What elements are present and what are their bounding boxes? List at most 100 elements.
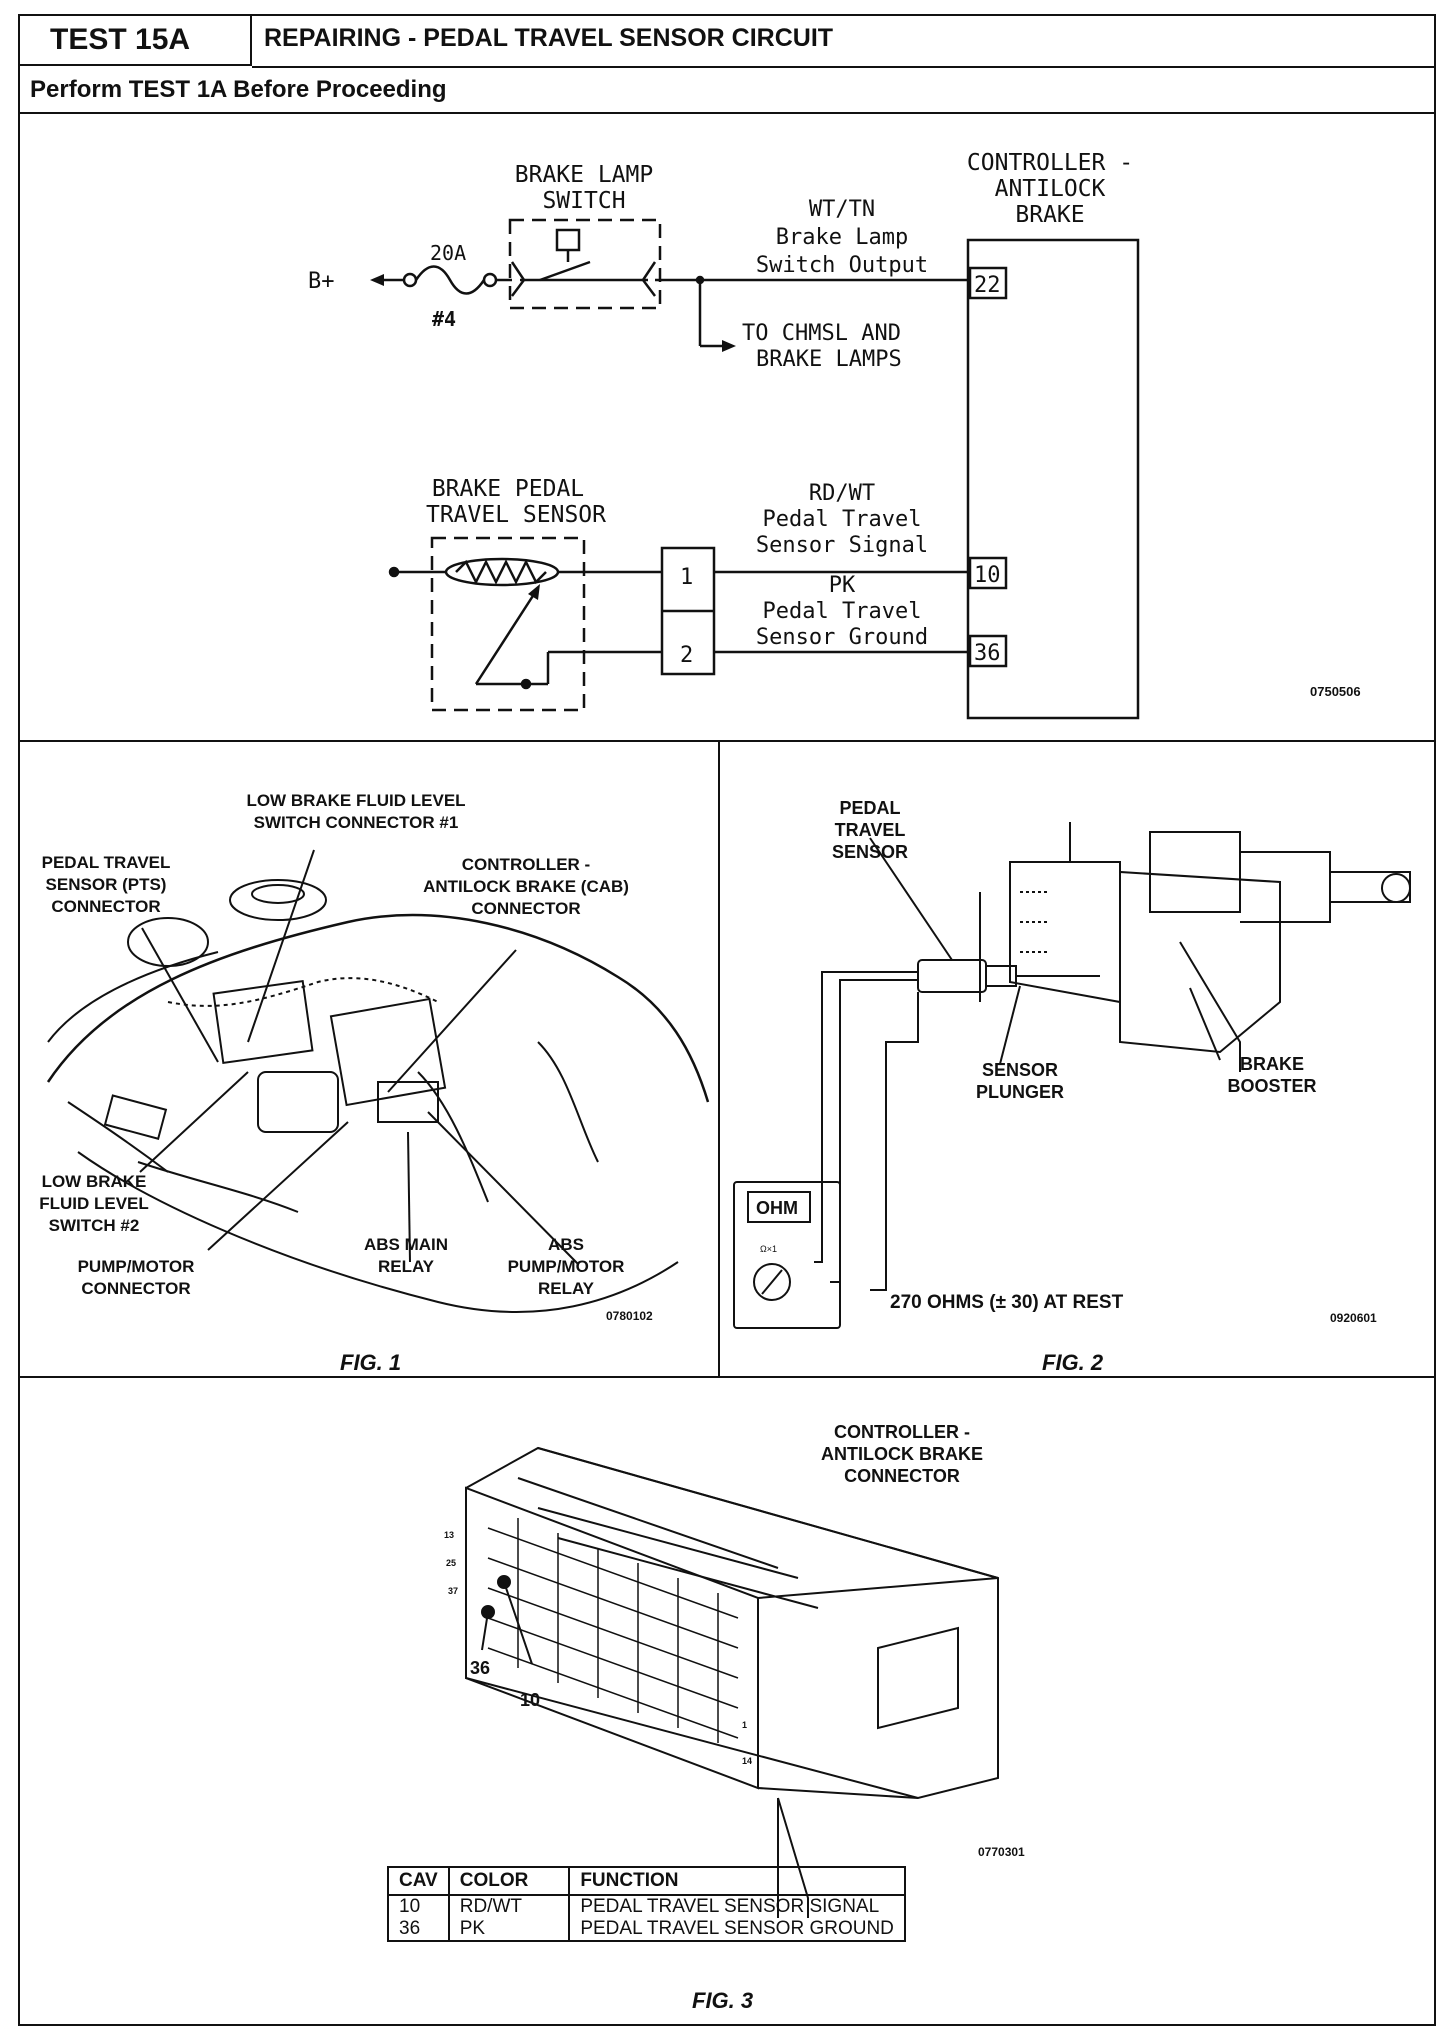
fig1-label-cab-b: ANTILOCK BRAKE (CAB) [423,877,629,896]
col-color: COLOR [447,1866,571,1896]
table-row: 10 RD/WT PEDAL TRAVEL SENSOR SIGNAL [387,1895,906,1918]
wiring-schematic: BRAKE LAMP SWITCH B+ 20A #4 WT/TN Brake … [308,150,1361,720]
chmsl-label-1: TO CHMSL AND [742,321,901,346]
table-header-row: CAV COLOR FUNCTION [387,1866,906,1896]
fig2-label-pts-c: SENSOR [832,842,908,862]
fig2-label-booster-a: BRAKE [1240,1054,1304,1074]
fig2-booster: OHM Ω×1 PEDAL TRAVEL SENSOR SENSOR PLUNG… [733,798,1411,1329]
cell-color: RD/WT [447,1895,571,1918]
pin-36: 36 [974,641,1001,666]
fig1-label-lbfl2-a: LOW BRAKE [42,1172,147,1191]
cell-function: PEDAL TRAVEL SENSOR GROUND [568,1918,906,1942]
fig1-label-pts-c: CONNECTOR [51,897,160,916]
fig2-caption: FIG. 2 [1042,1350,1104,1375]
fig1-caption: FIG. 1 [340,1350,402,1375]
fig1-label-cab-c: CONNECTOR [471,899,580,918]
fig2-spec: 270 OHMS (± 30) AT REST [890,1292,1124,1313]
test-id: TEST 15A [20,16,252,66]
pts-label-2: TRAVEL SENSOR [426,502,606,528]
switch-coil [555,228,581,252]
fig2-label-pts-b: TRAVEL [835,820,906,840]
fig3-code: 0770301 [978,1845,1025,1859]
wire-color-rd-wt: RD/WT [809,481,875,506]
service-manual-page: TEST 15A REPAIRING - PEDAL TRAVEL SENSOR… [18,14,1436,2026]
divider-figs12-v [718,740,720,1376]
b-plus-label: B+ [308,269,335,294]
pts-box [430,536,586,712]
fig3-side-25: 25 [446,1558,456,1568]
fig1-label-abspump-a: ABS [548,1235,584,1254]
controller-box [966,238,1140,720]
cell-color: PK [447,1918,571,1942]
fig1-engine-bay: LOW BRAKE FLUID LEVEL SWITCH CONNECTOR #… [39,791,710,1323]
fuse-number: #4 [432,307,456,331]
fig1-label-abspump-c: RELAY [538,1279,595,1298]
fig1-label-absmain-a: ABS MAIN [364,1235,448,1254]
fig1-label-pts-b: SENSOR (PTS) [46,875,167,894]
header-divider [252,66,1434,68]
fig1-label-pump-a: PUMP/MOTOR [78,1257,195,1276]
fig1-label-lbfl2-b: FLUID LEVEL [39,1194,149,1213]
switch-label-1: BRAKE LAMP [515,162,653,188]
pts-label-1: BRAKE PEDAL [432,476,584,502]
cavity-table: CAV COLOR FUNCTION 10 RD/WT PEDAL TRAVEL… [387,1866,906,1942]
pin-22-box [968,266,1008,300]
fig2-label-booster-b: BOOSTER [1227,1076,1316,1096]
fig3-title-b: ANTILOCK BRAKE [821,1444,983,1464]
fuse-symbol [414,265,486,295]
fig2-sensor-body [917,959,987,993]
wire-color-pk: PK [829,573,856,598]
fig1-label-lbfl1-a: LOW BRAKE FLUID LEVEL [246,791,465,810]
fig2-code: 0920601 [1330,1311,1377,1325]
fig3-cav-10: 10 [520,1690,540,1710]
fig2-ohmmeter [733,1181,841,1329]
wire-color-wt-tn: WT/TN [809,197,875,222]
fig3-side-1: 1 [742,1720,747,1730]
fig2-meter-range: Ω×1 [760,1244,777,1254]
wire-func-3b: Sensor Ground [756,625,928,650]
pin-10: 10 [974,563,1001,588]
conn-pin-1: 1 [680,565,693,590]
fig2-label-plunger-a: SENSOR [982,1060,1058,1080]
fig1-code: 0780102 [606,1309,653,1323]
fuse-rating: 20A [430,241,466,265]
fig3-side-13: 13 [444,1530,454,1540]
chmsl-label-2: BRAKE LAMPS [756,347,902,372]
pin-22: 22 [974,273,1001,298]
brake-lamp-switch-box [508,218,662,310]
fig1-label-lbfl2-c: SWITCH #2 [49,1216,140,1235]
controller-label-1: CONTROLLER - [967,150,1133,176]
fig3-title-a: CONTROLLER - [834,1422,970,1442]
cell-cav: 10 [387,1895,450,1918]
fig3-side-37: 37 [448,1586,458,1596]
fig1-label-absmain-b: RELAY [378,1257,435,1276]
fig2-label-plunger-b: PLUNGER [976,1082,1064,1102]
fig3-caption: FIG. 3 [692,1988,754,2013]
prerequisite-note: Perform TEST 1A Before Proceeding [30,76,447,103]
wire-func-1b: Switch Output [756,253,928,278]
wire-func-2b: Sensor Signal [756,533,928,558]
page-title: REPAIRING - PEDAL TRAVEL SENSOR CIRCUIT [264,24,834,52]
b-plus-arrow [370,274,384,286]
fig3-connector: CONTROLLER - ANTILOCK BRAKE CONNECTOR 13… [444,1422,1025,1918]
col-cav: CAV [387,1866,450,1896]
fig1-label-pts-a: PEDAL TRAVEL [42,853,171,872]
fig1-label-pump-b: CONNECTOR [81,1279,190,1298]
conn-pin-2: 2 [680,643,693,668]
fig3-side-14: 14 [742,1756,752,1766]
controller-label-3: BRAKE [1015,202,1084,228]
col-function: FUNCTION [568,1866,906,1896]
fig2-meter-label: OHM [756,1198,798,1218]
divider-subtitle [18,112,1436,114]
divider-figs12 [18,1376,1436,1378]
controller-label-2: ANTILOCK [995,176,1106,202]
divider-schematic [18,740,1436,742]
fig3-title-c: CONNECTOR [844,1466,960,1486]
wire-func-2a: Pedal Travel [763,507,922,532]
switch-label-2: SWITCH [542,188,625,214]
fig2-label-pts-a: PEDAL [839,798,900,818]
cell-function: PEDAL TRAVEL SENSOR SIGNAL [568,1895,906,1918]
fig1-label-lbfl1-b: SWITCH CONNECTOR #1 [254,813,459,832]
cell-cav: 36 [387,1918,450,1942]
fig3-cav-36: 36 [470,1658,490,1678]
